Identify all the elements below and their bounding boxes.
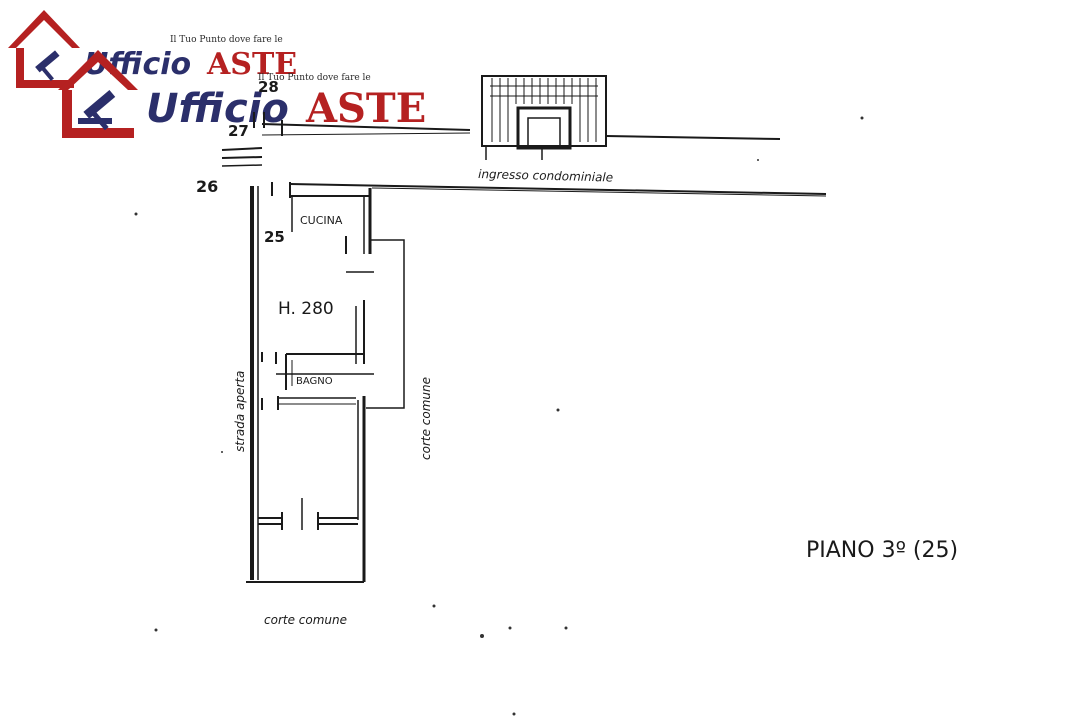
level-number-25: 25 — [264, 228, 285, 246]
watermark-tagline: Il Tuo Punto dove fare le — [170, 35, 283, 45]
apartment-walls — [246, 112, 405, 583]
shared-court-bottom-label: corte comune — [264, 613, 347, 627]
kitchen-label: CUCINA — [300, 214, 343, 227]
height-note: H. 280 — [278, 299, 334, 319]
floor-title: PIANO 3º (25) — [806, 538, 958, 563]
level-number-26: 26 — [196, 177, 218, 196]
corridor-walls — [221, 123, 827, 197]
left-wall-label: strada aperta — [233, 371, 247, 452]
house-gavel-icon — [8, 10, 80, 88]
stair-block — [481, 75, 607, 160]
level-number-27: 27 — [228, 122, 249, 140]
stair-entrance-label: ingresso condominiale — [478, 167, 613, 185]
watermark-logo-front: Il Tuo Punto dove fare le Ufficio ASTE — [58, 50, 426, 138]
house-gavel-icon — [58, 50, 138, 138]
watermark-brand-red-2: ASTE — [305, 85, 426, 132]
scan-specks — [134, 116, 864, 716]
watermark-logo-back: Il Tuo Punto dove fare le Ufficio ASTE — [8, 10, 297, 88]
bathroom-label: BAGNO — [296, 376, 333, 387]
watermark-tagline-2: Il Tuo Punto dove fare le — [258, 73, 371, 83]
watermark-brand-red: ASTE — [206, 47, 297, 82]
level-number-28: 28 — [258, 78, 279, 96]
shared-court-side-label: corte comune — [419, 377, 433, 460]
